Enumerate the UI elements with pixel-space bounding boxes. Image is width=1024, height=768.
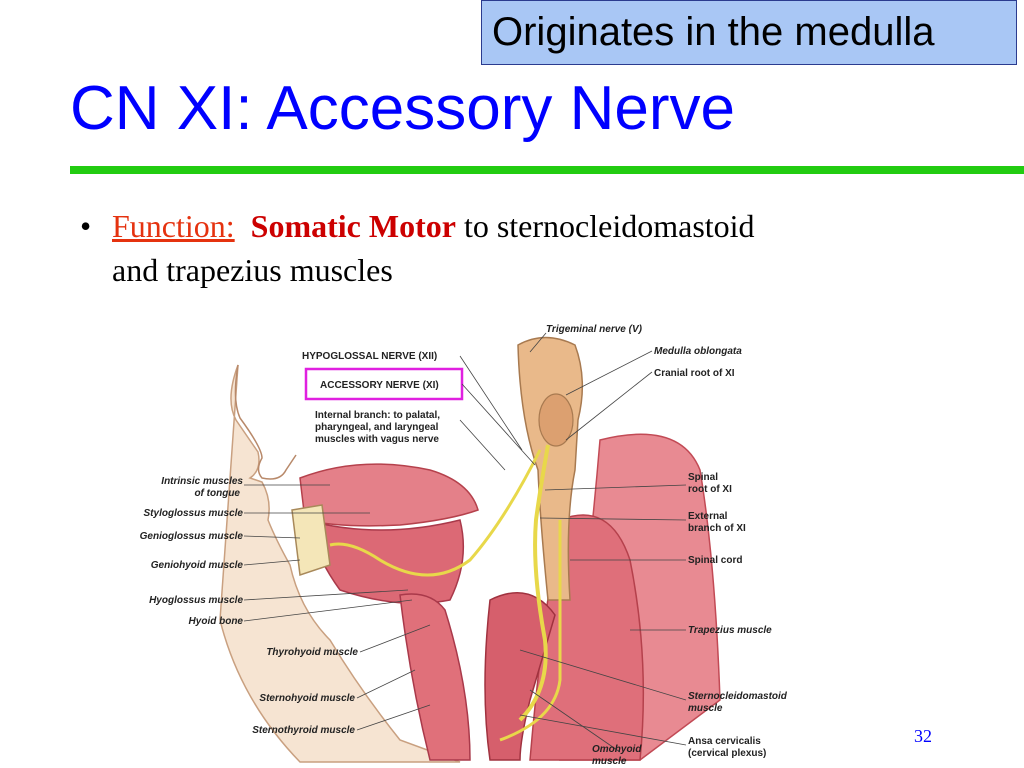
- face-profile: [219, 364, 461, 763]
- somatic-motor-text: Somatic Motor: [250, 208, 456, 244]
- cervical-plexus-path: [499, 520, 562, 742]
- label-styloglossus: Styloglossus muscle: [144, 508, 244, 519]
- label-spinal-cord: Spinal cord: [688, 555, 742, 566]
- nose-lips: [234, 364, 297, 480]
- strap-muscles: [399, 593, 471, 761]
- bullet-icon: •: [80, 208, 92, 244]
- label-ansa-1: Ansa cervicalis: [688, 736, 761, 747]
- label-intrinsic-2: of tongue: [194, 488, 240, 499]
- mandible-shape: [291, 504, 331, 577]
- label-internal-1: Internal branch: to palatal,: [315, 410, 440, 421]
- label-trigeminal: Trigeminal nerve (V): [546, 324, 643, 335]
- tongue-shape: [299, 463, 479, 527]
- label-genioglossus: Genioglossus muscle: [140, 531, 244, 542]
- page-number: 32: [914, 726, 932, 746]
- label-spinal-root-1: Spinal: [688, 472, 718, 483]
- medulla-shape: [538, 393, 574, 447]
- label-omohyoid-1: Omohyoid: [592, 744, 642, 755]
- slide-title: CN XI: Accessory Nerve: [70, 74, 735, 143]
- callout-box: Originates in the medulla: [481, 0, 1017, 65]
- bullet-rest-line1: to sternocleidomastoid: [455, 208, 755, 244]
- label-hyoglossus: Hyoglossus muscle: [149, 595, 243, 606]
- label-accessory: ACCESSORY NERVE (XI): [320, 380, 439, 391]
- label-intrinsic-1: Intrinsic muscles: [161, 476, 243, 487]
- callout-text: Originates in the medulla: [492, 10, 935, 54]
- title-divider: [70, 166, 1024, 174]
- omohyoid-shape: [484, 592, 556, 761]
- bullet-rest-line2: and trapezius muscles: [112, 252, 393, 288]
- label-internal-3: muscles with vagus nerve: [315, 434, 439, 445]
- leader-lines: [243, 332, 687, 753]
- accessory-nerve-path: [518, 444, 550, 722]
- label-external-1: External: [688, 511, 728, 522]
- label-sternohyoid: Sternohyoid muscle: [259, 693, 355, 704]
- label-medulla: Medulla oblongata: [654, 346, 742, 357]
- label-external-2: branch of XI: [688, 523, 746, 534]
- bullet-text: Function: Somatic Motor to sternocleidom…: [112, 204, 952, 292]
- label-hypoglossal: HYPOGLOSSAL NERVE (XII): [302, 351, 437, 362]
- label-scm-1: Sternocleidomastoid: [688, 691, 788, 702]
- label-trapezius: Trapezius muscle: [688, 625, 772, 636]
- label-ansa-2: (cervical plexus): [688, 748, 766, 759]
- label-scm-2: muscle: [688, 703, 723, 714]
- hypoglossal-nerve-path: [329, 449, 542, 577]
- label-hyoid: Hyoid bone: [189, 616, 244, 627]
- label-internal-2: pharyngeal, and laryngeal: [315, 422, 439, 433]
- label-sternothyroid: Sternothyroid muscle: [252, 725, 355, 736]
- function-label: Function:: [112, 208, 235, 244]
- label-cranial-root: Cranial root of XI: [654, 368, 735, 379]
- label-omohyoid-2: muscle: [592, 756, 627, 767]
- label-spinal-root-2: root of XI: [688, 484, 732, 495]
- label-geniohyoid: Geniohyoid muscle: [151, 560, 244, 571]
- label-thyrohyoid: Thyrohyoid muscle: [266, 647, 358, 658]
